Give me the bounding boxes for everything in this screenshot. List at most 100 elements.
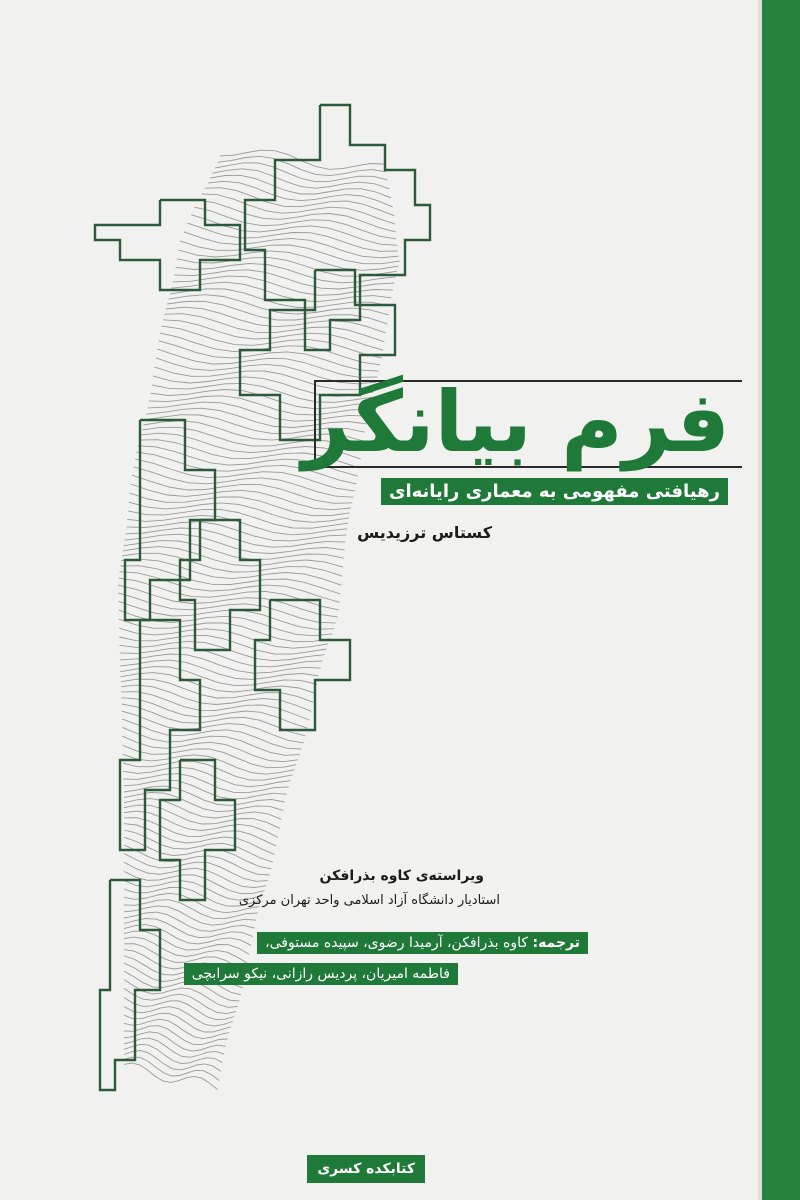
contour-line (123, 911, 255, 932)
contour-line (197, 199, 396, 233)
contour-line (123, 988, 237, 1015)
contour-line (123, 792, 284, 813)
contour-line (123, 1018, 230, 1040)
contour-line (123, 810, 279, 838)
contour-line (123, 785, 285, 806)
contour-line (123, 899, 258, 920)
stepped-outline (178, 518, 262, 652)
editor-credit: ویراسته‌ی کاوه بذرافکن (319, 868, 485, 884)
contour-line (157, 348, 378, 378)
contour-line (134, 458, 356, 492)
contour-line (122, 726, 300, 756)
translators-line-1: ترجمه: کاوه بذرافکن، آرمیدا رضوی، سپیده … (257, 932, 588, 954)
contour-line (123, 936, 249, 964)
contour-line (133, 466, 354, 498)
contour-line (121, 710, 304, 744)
stepped-outline (253, 598, 352, 732)
contour-line (123, 773, 289, 794)
contour-line (154, 366, 375, 391)
spine-edge (758, 0, 762, 1200)
contour-line (121, 558, 342, 586)
contour-line (128, 501, 349, 523)
contour-line (123, 918, 253, 939)
contour-line (123, 870, 265, 895)
contour-line (174, 269, 395, 290)
contour-line (123, 844, 270, 876)
contour-line (118, 592, 336, 624)
contour-line (123, 798, 282, 820)
contour-line (123, 1037, 225, 1058)
contour-line (118, 618, 331, 643)
stepped-outline (158, 758, 237, 902)
contour-line (141, 426, 363, 451)
contour-line (123, 861, 267, 889)
contour-line (120, 672, 316, 694)
contour-line (151, 382, 372, 403)
contour-line (123, 924, 252, 946)
contour-line (144, 414, 365, 435)
contour-line (117, 584, 338, 618)
contour-line (148, 395, 370, 416)
contour-line (179, 240, 400, 265)
contour-line (130, 483, 351, 511)
contour-line (123, 1025, 228, 1046)
contour-line (136, 451, 357, 485)
contour-line (162, 319, 384, 351)
contour-line (212, 168, 390, 190)
contour-line (161, 325, 382, 359)
contour-line (194, 206, 397, 240)
contour-line (123, 886, 262, 907)
contour-line (123, 997, 235, 1021)
contour-line (123, 1012, 232, 1033)
contour-line (123, 1006, 233, 1027)
contour-line (122, 735, 299, 763)
contour-line (122, 552, 343, 577)
contour-line (123, 540, 344, 561)
author-name: کستاس ترزیدیس (357, 523, 492, 542)
contour-line (127, 514, 348, 536)
contour-line (158, 340, 379, 372)
title-frame (314, 380, 742, 468)
contour-line (123, 1056, 220, 1081)
contour-line (137, 445, 358, 477)
contour-line (155, 357, 377, 385)
contour-line (119, 640, 325, 662)
contour-line (123, 823, 275, 855)
contour-line (126, 521, 347, 542)
contour-line (204, 187, 395, 217)
contour-line (123, 1062, 218, 1090)
contour-line (207, 180, 393, 208)
contour-line (123, 836, 272, 870)
contour-line (123, 930, 250, 955)
contour-line (132, 474, 353, 504)
contour-line (122, 744, 297, 769)
contour-line (121, 691, 310, 721)
green-outline-shapes (93, 103, 432, 1092)
contour-line (153, 375, 374, 397)
contour-line (175, 263, 396, 284)
contour-line (121, 703, 306, 737)
contour-line (168, 294, 389, 316)
contour-line (123, 905, 257, 926)
contour-line (124, 533, 345, 554)
stepped-outline (243, 103, 432, 352)
stepped-outline (98, 878, 162, 1092)
publisher-label: کتابکده کسری (307, 1155, 425, 1183)
stepped-outline (93, 198, 242, 292)
contour-line (123, 1043, 223, 1065)
contour-line (119, 634, 327, 655)
contour-line (123, 1050, 222, 1072)
contour-line (201, 193, 396, 225)
contour-line (139, 439, 360, 469)
contour-line (120, 666, 318, 687)
contour-line (125, 527, 346, 548)
contour-line (210, 174, 392, 199)
contour-line (167, 300, 388, 325)
contour-line (121, 718, 302, 750)
stepped-outline (123, 418, 217, 622)
contour-line (120, 565, 341, 595)
contour-line (140, 432, 361, 460)
contour-line (183, 231, 399, 259)
